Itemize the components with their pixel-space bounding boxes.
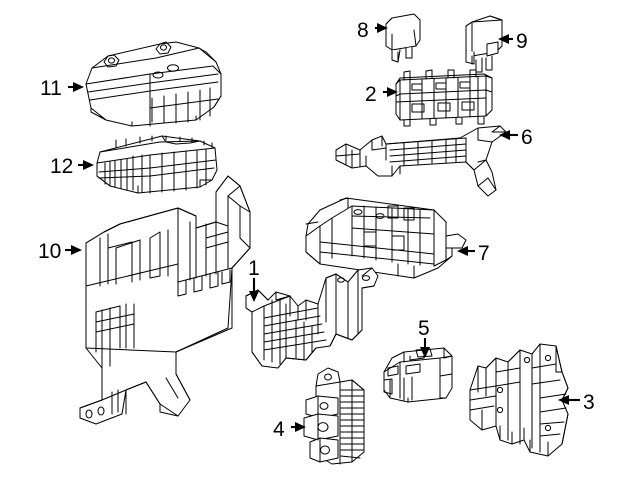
callout-number-7: 7 (478, 242, 490, 265)
callout-number-5: 5 (418, 317, 430, 340)
callout-number-2: 2 (365, 83, 377, 106)
part-11-fuse-box-cover (85, 41, 222, 127)
callout-leaders (65, 23, 580, 432)
callout-number-6: 6 (521, 126, 533, 149)
part-1-fuse-box-bracket-lower (245, 267, 379, 369)
part-3-junction-block-assembly (469, 343, 569, 457)
callout-number-4: 4 (273, 418, 285, 441)
part-6-relay-bracket-rail (335, 125, 507, 197)
callout-number-11: 11 (40, 77, 62, 100)
part-8-blade-fuse (385, 13, 421, 63)
callout-number-10: 10 (38, 240, 62, 263)
callout-number-12: 12 (50, 155, 74, 178)
callout-number-3: 3 (583, 391, 595, 414)
callout-number-1: 1 (248, 257, 260, 280)
part-9-relay (465, 15, 503, 73)
callout-number-8: 8 (357, 19, 369, 42)
part-5-fuse-holder-small (383, 347, 453, 403)
part-7-fuse-box-housing-lower (305, 197, 467, 279)
part-10-fuse-box-outer-case (79, 175, 251, 425)
part-12-fuse-box-body (96, 135, 218, 194)
callout-number-9: 9 (516, 30, 528, 53)
part-4-connector-module (303, 367, 365, 465)
part-2-relay-block-upper (395, 69, 493, 127)
